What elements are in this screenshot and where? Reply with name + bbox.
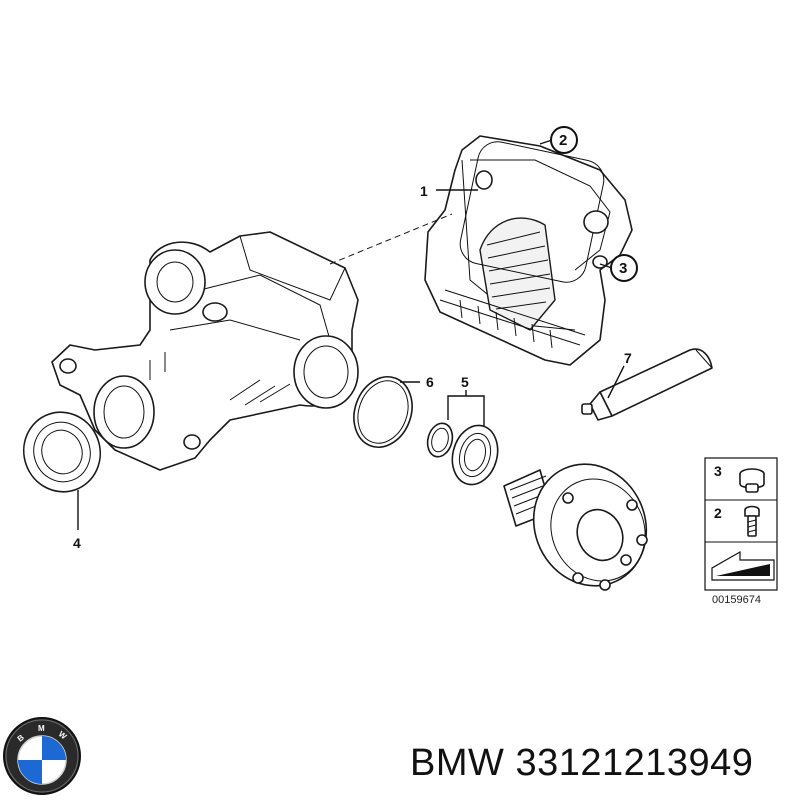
shaft-seal (22, 411, 102, 493)
bolt-icon (744, 505, 760, 537)
callout-5: 5 (461, 374, 469, 390)
differential-housing (51, 231, 359, 471)
callout-4: 4 (73, 535, 81, 551)
o-ring (353, 376, 413, 448)
svg-text:W: W (57, 729, 69, 741)
svg-text:M: M (38, 724, 45, 733)
plug-icon (739, 468, 765, 493)
svg-text:B: B (16, 733, 26, 744)
bmw-logo: B M W (3, 717, 81, 795)
footer-number: 33121213949 (515, 742, 754, 784)
footer-part-number: BMW 33121213949 (410, 738, 790, 788)
rear-cover (424, 135, 633, 366)
callout-3-badge: 3 (610, 254, 638, 282)
legend-box: 3 2 (704, 457, 778, 591)
callout-2-badge: 2 (550, 126, 578, 154)
legend-label-2: 2 (714, 505, 722, 521)
reference-number: 00159674 (712, 594, 761, 606)
alignment-line (329, 213, 453, 265)
footer-brand: BMW (410, 742, 505, 784)
callout-2: 2 (559, 132, 567, 149)
sealant-tube (581, 348, 713, 421)
callout-1: 1 (420, 183, 428, 199)
seal-set (426, 422, 499, 486)
tightening-direction-icon (711, 550, 775, 581)
callout-leaders (77, 139, 625, 530)
output-flange (503, 463, 648, 591)
callout-7: 7 (624, 350, 632, 366)
callout-3: 3 (619, 260, 627, 277)
callout-6: 6 (426, 374, 434, 390)
legend-label-3: 3 (714, 463, 722, 479)
